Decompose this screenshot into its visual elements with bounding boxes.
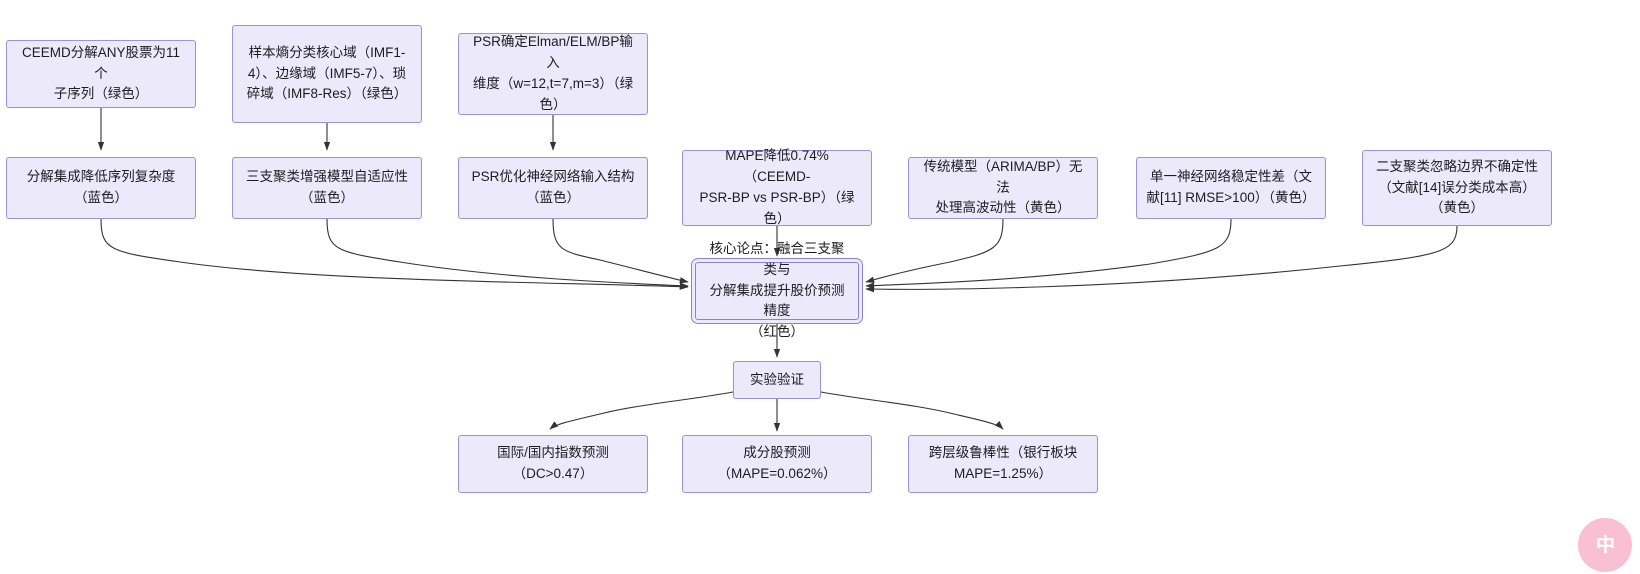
node-label: 样本熵分类核心域（IMF1- 4）、边缘域（IMF5-7）、琐 碎域（IMF8-… (246, 44, 408, 102)
node-label: 实验验证 (750, 371, 804, 387)
node-index-prediction-result[interactable]: 国际/国内指数预测 （DC>0.47） (458, 435, 648, 493)
node-psr-optimizes-network-input[interactable]: PSR优化神经网络输入结构 （蓝色） (458, 157, 648, 219)
node-decomposition-reduces-complexity[interactable]: 分解集成降低序列复杂度 （蓝色） (6, 157, 196, 219)
node-constituent-stock-result[interactable]: 成分股预测 （MAPE=0.062%） (682, 435, 872, 493)
edge-m3-to-core (552, 218, 689, 284)
node-ceemd-decomposition[interactable]: CEEMD分解ANY股票为11个 子序列（绿色） (6, 40, 196, 108)
edge-m5-to-core (865, 218, 1004, 283)
node-traditional-model-limitation[interactable]: 传统模型（ARIMA/BP）无法 处理高波动性（黄色） (908, 157, 1098, 219)
edge-verify-to-r1 (549, 391, 734, 430)
node-psr-input-dimension[interactable]: PSR确定Elman/ELM/BP输入 维度（w=12,t=7,m=3）（绿 色… (458, 33, 648, 115)
watermark-glyph: 中 (1595, 534, 1615, 556)
node-label: 国际/国内指数预测 （DC>0.47） (497, 445, 609, 481)
node-label: 三支聚类增强模型自适应性 （蓝色） (246, 169, 408, 205)
node-cross-level-robustness-result[interactable]: 跨层级鲁棒性（银行板块 MAPE=1.25%） (908, 435, 1098, 493)
node-core-claim[interactable]: 核心论点：融合三支聚类与 分解集成提升股价预测精度 （红色） (695, 241, 859, 339)
node-label: CEEMD分解ANY股票为11个 子序列（绿色） (21, 44, 181, 102)
node-label: 分解集成降低序列复杂度 （蓝色） (26, 169, 176, 205)
node-experimental-verification[interactable]: 实验验证 (733, 361, 821, 399)
node-mape-reduction[interactable]: MAPE降低0.74%（CEEMD- PSR-BP vs PSR-BP）（绿 色… (682, 148, 872, 226)
node-two-way-clustering-boundary[interactable]: 二支聚类忽略边界不确定性 （文献[14]误分类成本高） （黄色） (1362, 150, 1552, 226)
edge-verify-to-r3 (820, 391, 1004, 430)
edge-m2-to-core (326, 218, 689, 289)
node-label: 核心论点：融合三支聚类与 分解集成提升股价预测精度 （红色） (709, 240, 845, 340)
node-label: 成分股预测 （MAPE=0.062%） (717, 445, 837, 481)
node-single-network-instability[interactable]: 单一神经网络稳定性差（文 献[11] RMSE>100）（黄色） (1136, 157, 1326, 219)
node-label: 二支聚类忽略边界不确定性 （文献[14]误分类成本高） （黄色） (1376, 158, 1538, 216)
node-label: 跨层级鲁棒性（银行板块 MAPE=1.25%） (928, 445, 1078, 481)
edge-m1-to-core (100, 218, 689, 290)
node-label: PSR确定Elman/ELM/BP输入 维度（w=12,t=7,m=3）（绿 色… (472, 34, 634, 112)
edge-m6-to-core (865, 218, 1232, 289)
node-sample-entropy-classification[interactable]: 样本熵分类核心域（IMF1- 4）、边缘域（IMF5-7）、琐 碎域（IMF8-… (232, 25, 422, 123)
node-label: MAPE降低0.74%（CEEMD- PSR-BP vs PSR-BP）（绿 色… (699, 148, 855, 226)
watermark-badge: 中 (1578, 518, 1632, 572)
node-label: PSR优化神经网络输入结构 （蓝色） (471, 169, 635, 205)
node-three-way-clustering-adaptivity[interactable]: 三支聚类增强模型自适应性 （蓝色） (232, 157, 422, 219)
node-label: 传统模型（ARIMA/BP）无法 处理高波动性（黄色） (923, 158, 1083, 216)
edge-m7-to-core (865, 225, 1458, 293)
node-label: 单一神经网络稳定性差（文 献[11] RMSE>100）（黄色） (1146, 169, 1316, 205)
